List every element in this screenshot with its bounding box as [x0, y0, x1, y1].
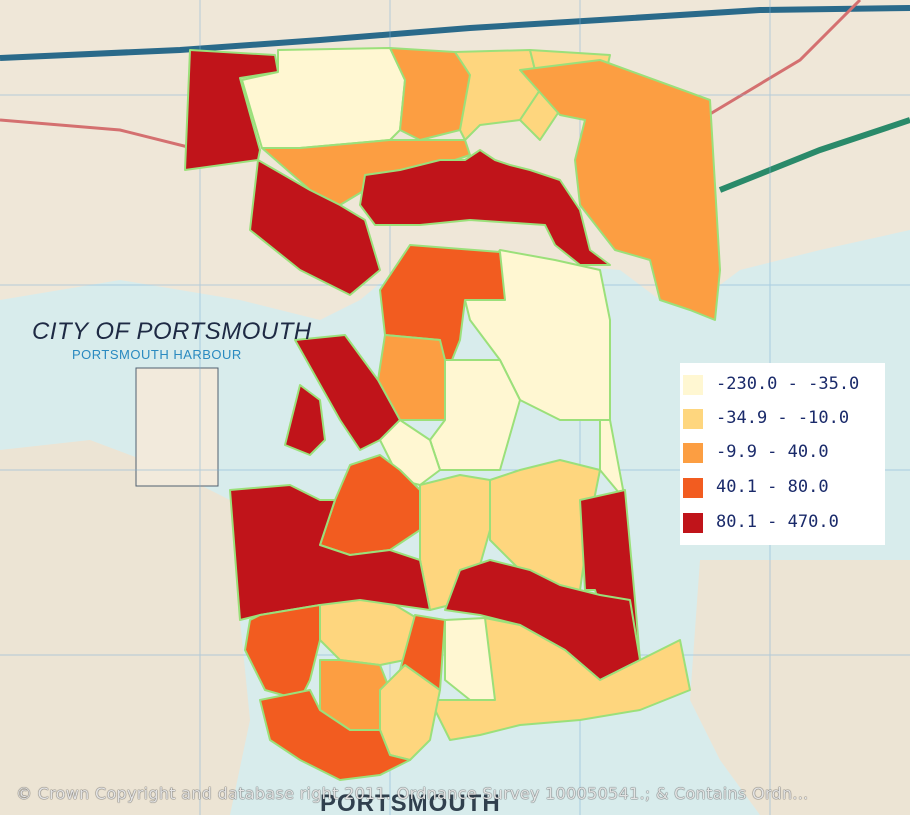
legend-item: -230.0 - -35.0: [680, 368, 885, 398]
legend-label: -9.9 - 40.0: [716, 442, 829, 462]
basemap-main-road: [718, 117, 910, 193]
ward-polygon: [599, 419, 626, 501]
basemap-main-road: [0, 118, 201, 152]
legend-label: -34.9 - -10.0: [716, 408, 850, 428]
town-place-label: PORTSMOUTH: [320, 790, 501, 815]
map-legend: -230.0 - -35.0 -34.9 - -10.0 -9.9 - 40.0…: [680, 363, 885, 545]
legend-item: -34.9 - -10.0: [680, 402, 885, 432]
legend-swatch: [683, 375, 703, 395]
legend-item: 40.1 - 80.0: [680, 471, 885, 501]
legend-item: -9.9 - 40.0: [680, 436, 885, 466]
legend-item: 80.1 - 470.0: [680, 506, 885, 536]
basemap-land-east: [690, 560, 910, 815]
legend-label: -230.0 - -35.0: [716, 374, 860, 394]
ward-polygon: [429, 617, 691, 741]
legend-swatch: [683, 409, 703, 429]
copyright-notice: © Crown Copyright and database right 201…: [16, 784, 809, 803]
basemap-ferry-info-box: [135, 367, 219, 487]
ward-polygon: [249, 159, 381, 296]
legend-label: 40.1 - 80.0: [716, 477, 829, 497]
ward-polygon: [284, 384, 326, 456]
ward-polygon: [519, 59, 721, 321]
city-place-label: CITY OF PORTSMOUTH: [32, 318, 312, 345]
basemap-land-west: [0, 440, 250, 815]
ward-polygon: [184, 49, 279, 171]
legend-swatch: [683, 513, 703, 533]
ward-polygon: [244, 604, 321, 701]
basemap-motorway: [0, 5, 910, 61]
ward-polygon: [259, 689, 411, 781]
legend-swatch: [683, 478, 703, 498]
ward-polygons: [184, 47, 721, 781]
harbour-place-label: PORTSMOUTH HARBOUR: [72, 347, 242, 362]
legend-swatch: [683, 443, 703, 463]
legend-label: 80.1 - 470.0: [716, 512, 839, 532]
ward-polygon: [429, 359, 521, 471]
basemap-main-road: [699, 0, 862, 122]
ward-polygon: [359, 149, 611, 266]
